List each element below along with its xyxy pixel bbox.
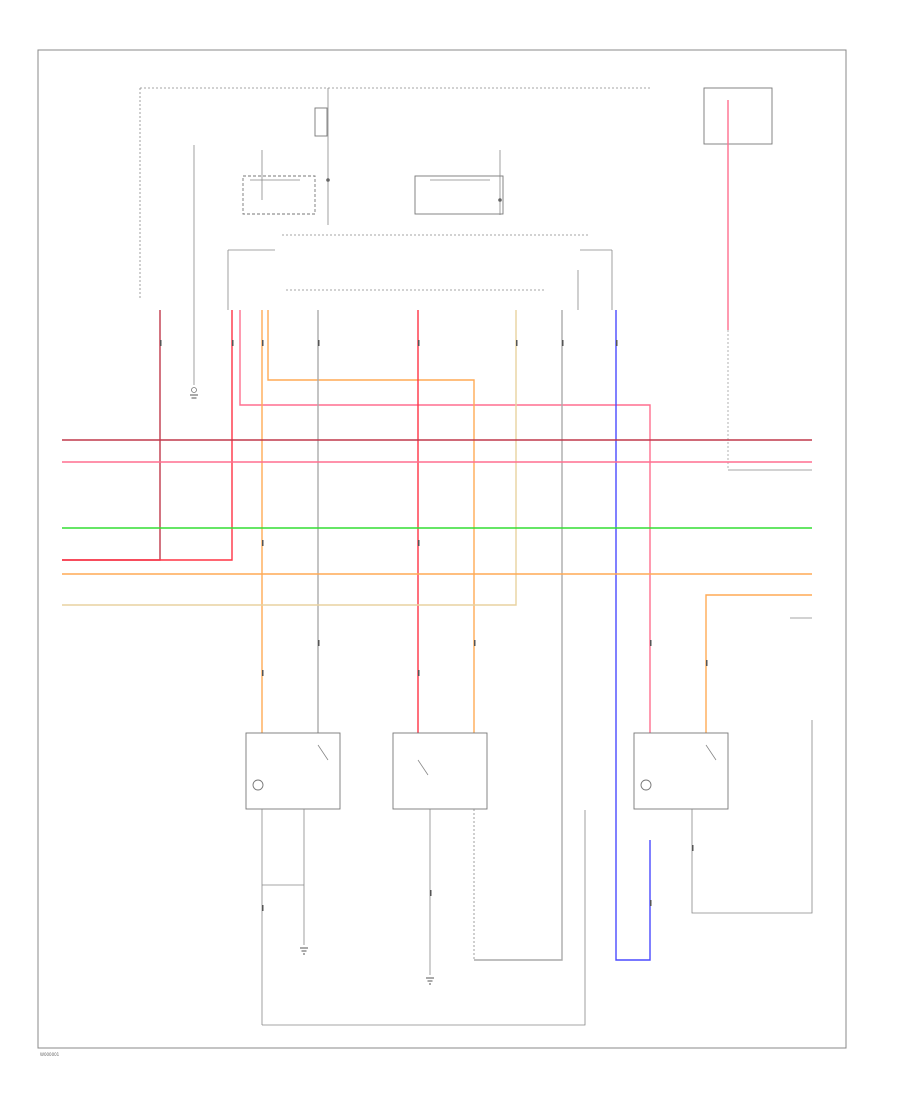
relay-1: [242, 150, 330, 215]
connector-bar: [227, 234, 613, 310]
actuator-left: [245, 732, 341, 1025]
fuse-box-right: [703, 87, 812, 471]
ground-icon: [300, 947, 308, 955]
actuator-right: [633, 720, 813, 914]
bus-lines: [62, 439, 812, 740]
actuator-center: [392, 732, 488, 975]
connector-icon: [160, 340, 708, 911]
ground-icon: [426, 977, 434, 985]
relay-2: [414, 150, 504, 215]
bottom-return-wire: [262, 810, 586, 1026]
power-supply-top: [139, 87, 650, 393]
vertical-wires: [62, 310, 651, 961]
diagram-frame: [37, 49, 847, 1049]
figure-id: W000001: [40, 1052, 60, 1057]
ground-icon: [190, 394, 198, 399]
